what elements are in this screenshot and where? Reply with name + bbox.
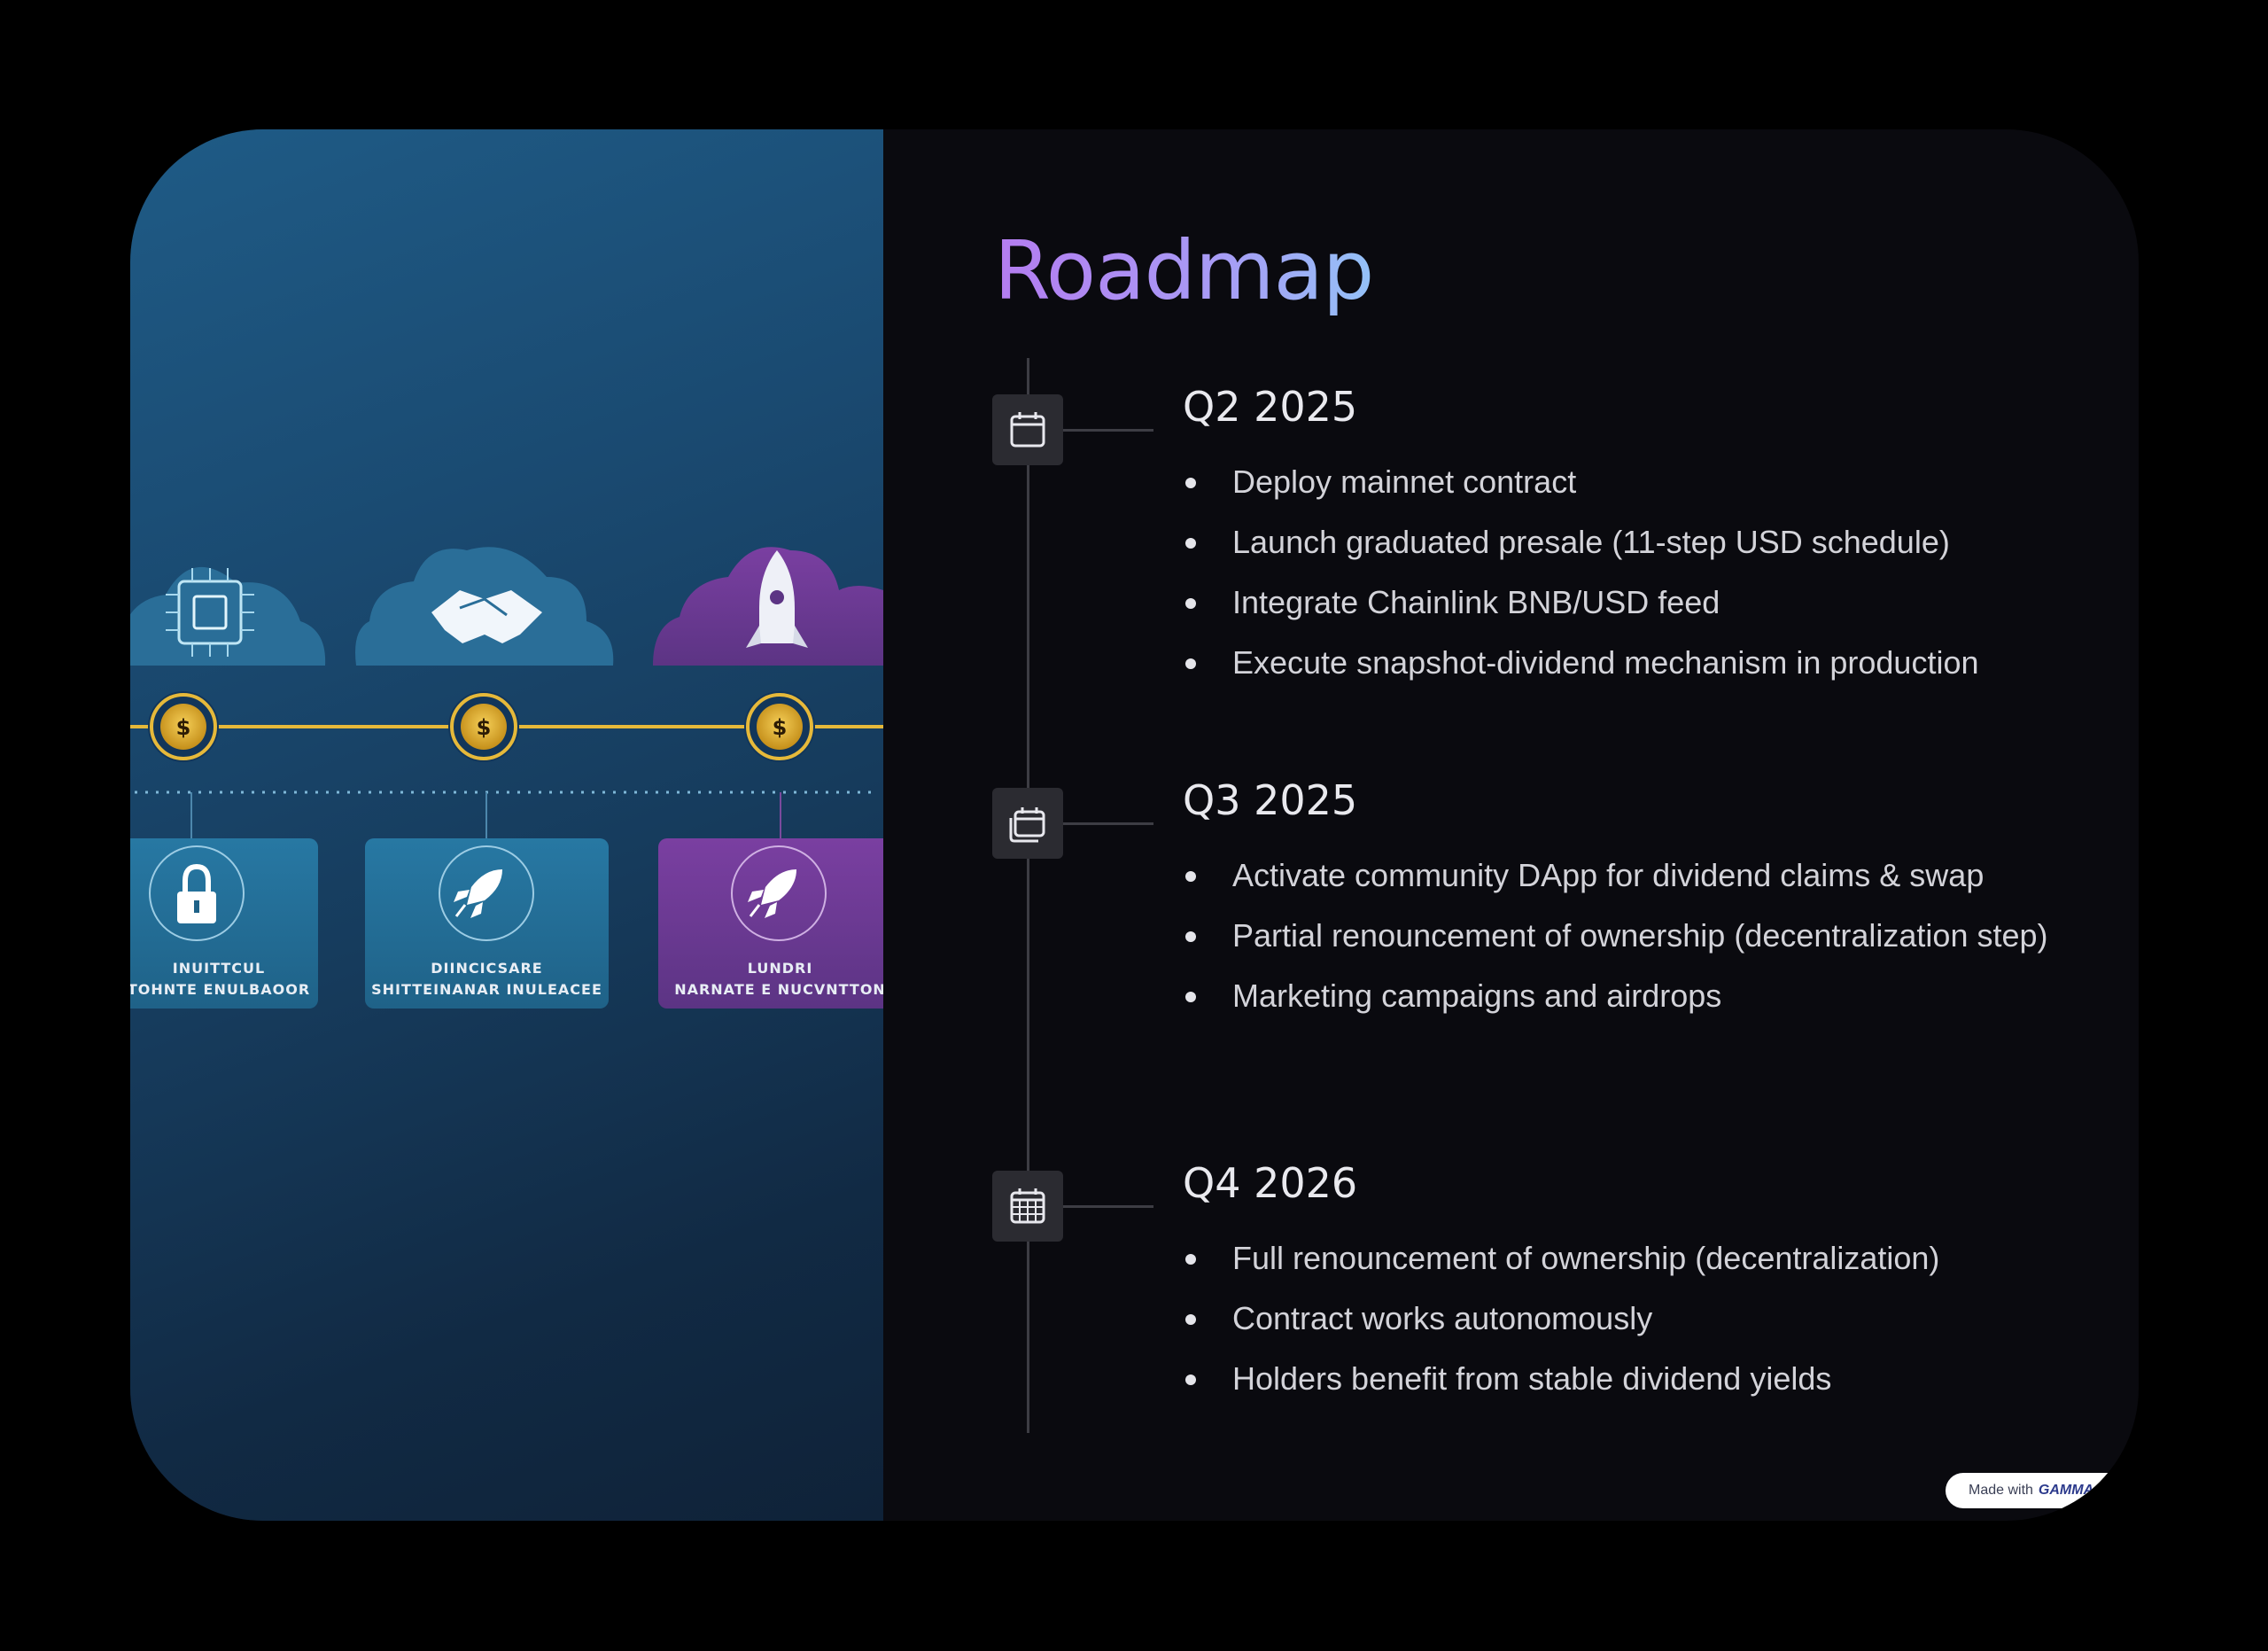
phase-heading: Q4 2026 [1183,1159,1358,1207]
coin-marker: $ [448,691,519,762]
list-item: Integrate Chainlink BNB/USD feed [1183,577,2069,627]
card-launch [658,838,883,1009]
phase-heading: Q2 2025 [1183,383,1358,431]
phase-list: Full renouncement of ownership (decentra… [1183,1233,2069,1413]
list-item: Marketing campaigns and airdrops [1183,970,2069,1021]
timeline-connector [1063,822,1153,825]
slide: $ $ $ [130,129,2139,1521]
svg-text:$: $ [176,715,191,740]
card-rocket [365,838,609,1009]
chip-cloud [130,566,326,666]
timeline-line [1027,358,1029,1433]
illustration-graphic: $ $ $ [130,547,883,1009]
card-caption: INUITTCUL TOHNTE ENULBAOOR [130,958,316,1001]
phase-list: Activate community DApp for dividend cla… [1183,850,2069,1031]
card-caption-line: SHITTEINANAR INULEACEE [371,981,602,998]
badge-brand: GAMMA [2038,1483,2094,1498]
rocket-cloud [653,547,883,666]
card-caption-line: INUITTCUL [172,960,266,977]
coin-marker: $ [744,691,815,762]
handshake-cloud [355,547,614,666]
coin-marker: $ [148,691,219,762]
timeline-connector [1063,1205,1153,1208]
card-caption-line: LUNDRI [747,960,813,977]
card-caption-line: DIINCICSARE [431,960,543,977]
roadmap-illustration: $ $ $ [130,129,883,1521]
list-item: Holders benefit from stable dividend yie… [1183,1353,2069,1404]
list-item: Partial renouncement of ownership (decen… [1183,910,2069,961]
phase-list: Deploy mainnet contract Launch graduated… [1183,456,2069,697]
list-item: Contract works autonomously [1183,1293,2069,1343]
badge-prefix: Made with [1969,1483,2033,1498]
list-item: Activate community DApp for dividend cla… [1183,850,2069,900]
timeline-connector [1063,429,1153,432]
card-lock [130,838,318,1009]
list-item: Deploy mainnet contract [1183,456,2069,507]
calendar-grid-icon [992,1171,1063,1242]
calendar-icon [992,394,1063,465]
list-item: Execute snapshot-dividend mechanism in p… [1183,637,2069,688]
page-title: Roadmap [994,218,1374,324]
list-item: Launch graduated presale (11-step USD sc… [1183,517,2069,567]
list-item: Full renouncement of ownership (decentra… [1183,1233,2069,1283]
svg-text:$: $ [477,715,492,740]
made-with-badge[interactable]: Made with GAMMA [1946,1473,2123,1508]
phase-heading: Q3 2025 [1183,776,1358,824]
card-caption-line: TOHNTE ENULBAOOR [130,981,311,998]
card-caption: DIINCICSARE SHITTEINANAR INULEACEE [365,958,609,1001]
calendar-stack-icon [992,788,1063,859]
card-caption: LUNDRI NARNATE E NUCVNTTON [658,958,883,1001]
svg-text:$: $ [773,715,788,740]
card-caption-line: NARNATE E NUCVNTTON [674,981,883,998]
